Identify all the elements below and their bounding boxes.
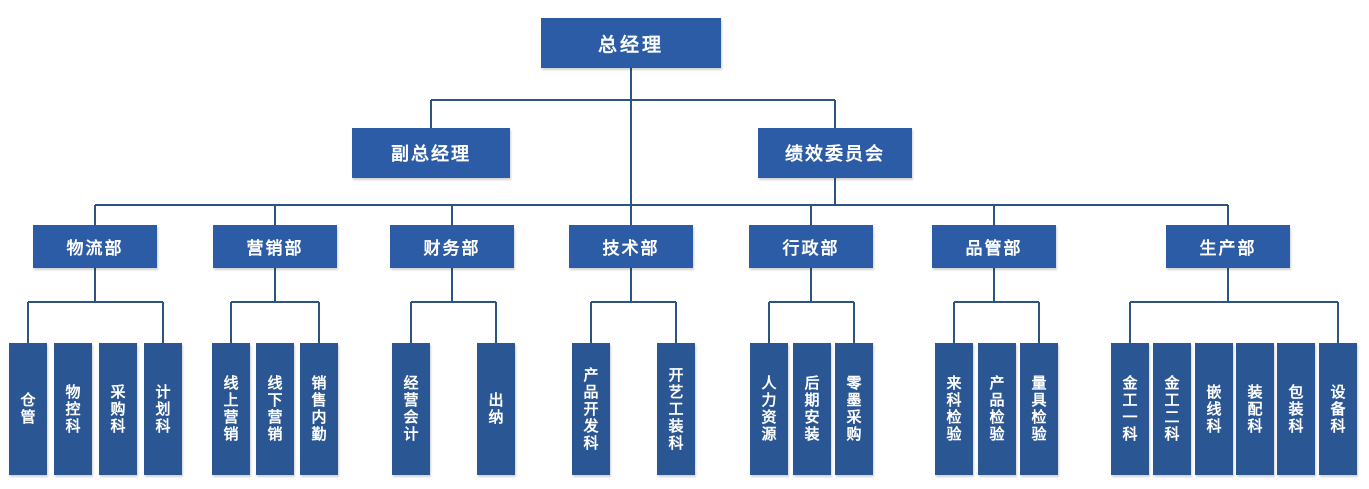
org-leaf-node: 出纳 (477, 343, 515, 475)
org-dept-marketing: 营销部 (213, 225, 337, 268)
org-leaf-node: 量具检验 (1020, 343, 1058, 475)
org-node-deputy-general-manager: 副总经理 (352, 128, 510, 178)
org-leaf-node: 装配科 (1236, 343, 1274, 475)
org-leaf-node: 嵌线科 (1195, 343, 1233, 475)
org-leaf-node: 物控科 (54, 343, 92, 475)
org-leaf-node: 金工二科 (1153, 343, 1191, 475)
org-dept-quality: 品管部 (932, 225, 1056, 268)
org-dept-logistics: 物流部 (33, 225, 157, 268)
org-dept-finance: 财务部 (390, 225, 514, 268)
org-leaf-node: 计划科 (144, 343, 182, 475)
org-node-general-manager: 总经理 (541, 18, 721, 68)
org-leaf-node: 产品检验 (978, 343, 1016, 475)
org-dept-production: 生产部 (1166, 225, 1290, 268)
org-dept-administration: 行政部 (749, 225, 873, 268)
org-leaf-node: 经营会计 (392, 343, 430, 475)
org-leaf-node: 包装科 (1277, 343, 1315, 475)
org-leaf-node: 后期安装 (793, 343, 831, 475)
org-leaf-node: 产品开发科 (572, 343, 610, 475)
org-leaf-node: 线上营销 (212, 343, 250, 475)
org-leaf-node: 人力资源 (750, 343, 788, 475)
org-leaf-node: 仓管 (9, 343, 47, 475)
org-leaf-node: 金工一科 (1111, 343, 1149, 475)
org-leaf-node: 零墨采购 (835, 343, 873, 475)
org-leaf-node: 设备科 (1319, 343, 1357, 475)
org-leaf-node: 来科检验 (935, 343, 973, 475)
org-node-performance-committee: 绩效委员会 (758, 128, 912, 178)
org-dept-technology: 技术部 (569, 225, 693, 268)
org-leaf-node: 线下营销 (256, 343, 294, 475)
org-leaf-node: 开艺工装科 (657, 343, 695, 475)
org-leaf-node: 销售内勤 (300, 343, 338, 475)
org-leaf-node: 采购科 (99, 343, 137, 475)
